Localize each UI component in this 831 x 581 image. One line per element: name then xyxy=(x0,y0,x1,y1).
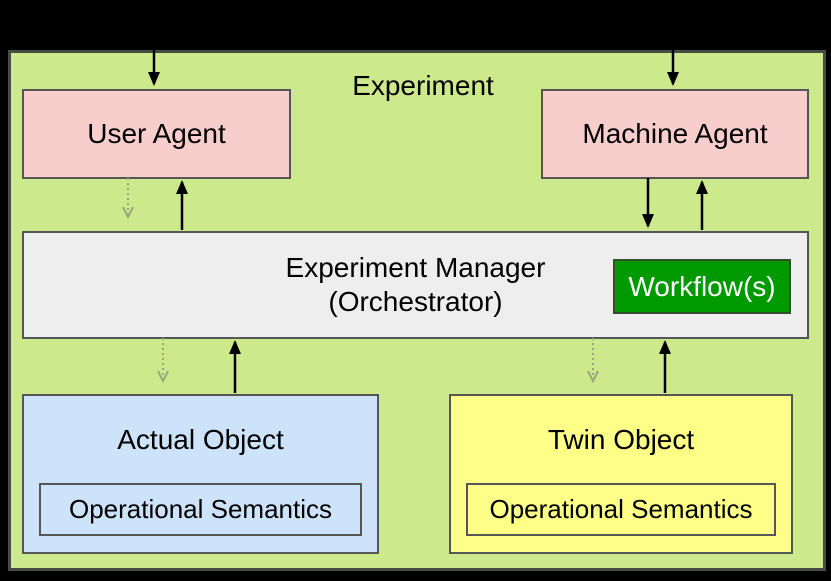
user-agent-label: User Agent xyxy=(87,118,226,150)
operational-semantics-actual-label: Operational Semantics xyxy=(68,493,333,524)
node-operational-semantics-twin: Operational Semantics xyxy=(466,483,776,536)
operational-semantics-twin-label: Operational Semantics xyxy=(489,493,753,524)
machine-agent-label: Machine Agent xyxy=(582,118,768,150)
node-actual-object: Actual Object Operational Semantics xyxy=(22,394,379,554)
experiment-manager-label-line2: (Orchestrator) xyxy=(328,286,503,317)
node-operational-semantics-actual: Operational Semantics xyxy=(39,483,362,536)
experiment-title: Experiment xyxy=(352,70,494,101)
actual-object-label: Actual Object xyxy=(117,423,284,455)
node-workflow: Workflow(s) xyxy=(613,259,791,314)
experiment-boundary: Experiment User Agent Machine Agent Expe… xyxy=(8,50,826,571)
twin-object-label: Twin Object xyxy=(547,423,695,455)
node-user-agent: User Agent xyxy=(22,89,291,179)
node-machine-agent: Machine Agent xyxy=(541,89,809,179)
workflow-label: Workflow(s) xyxy=(628,270,776,302)
node-twin-object: Twin Object Operational Semantics xyxy=(449,394,793,554)
experiment-manager-label-line1: Experiment Manager xyxy=(285,252,546,284)
